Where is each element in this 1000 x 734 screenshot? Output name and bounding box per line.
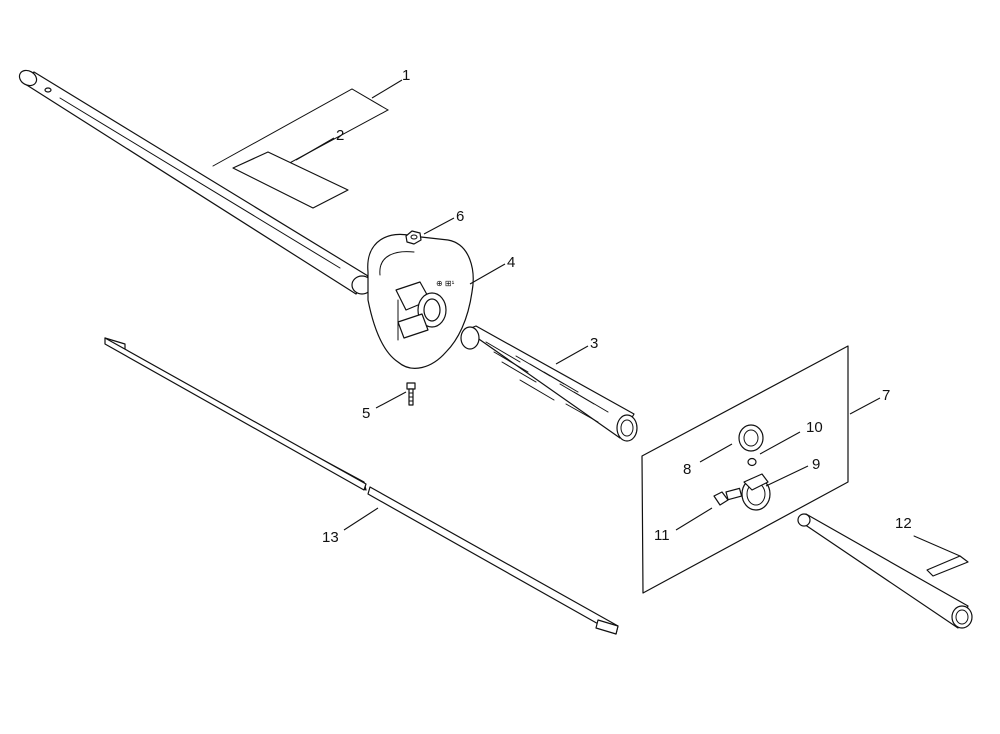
callout-6: 6 [456,208,464,225]
part-13-drive-shaft [104,337,619,635]
decal-mark: ⊕ ⊞¹ [436,279,455,288]
callout-11: 11 [654,527,670,544]
part-7-kit-panel [641,345,849,594]
callout-13: 13 [322,529,339,546]
callout-10: 10 [806,419,823,436]
callout-3: 3 [590,335,598,352]
callout-12: 12 [895,515,912,532]
part-11-screw [713,487,743,506]
callouts: 1 2 3 4 5 6 7 8 9 10 11 12 13 [322,67,912,546]
part-6-nut [405,230,422,245]
part-8-o-ring [738,424,764,452]
callout-1: 1 [402,67,410,84]
part-12-tube [797,513,973,629]
part-3-grip [460,325,638,442]
part-4-handle-bracket: ⊕ ⊞¹ [367,233,474,369]
callout-2: 2 [336,127,344,144]
part-5-bolt [406,382,416,406]
part-10-pin [747,457,757,467]
callout-9: 9 [812,456,820,473]
callout-4: 4 [507,254,515,271]
callout-7: 7 [882,387,890,404]
callout-5: 5 [362,405,370,422]
part-9-clamp [741,473,771,511]
part-1-main-tube [18,69,373,295]
leader-lines [295,79,881,531]
part-2-label-decal [212,88,390,209]
callout-8: 8 [683,461,691,478]
